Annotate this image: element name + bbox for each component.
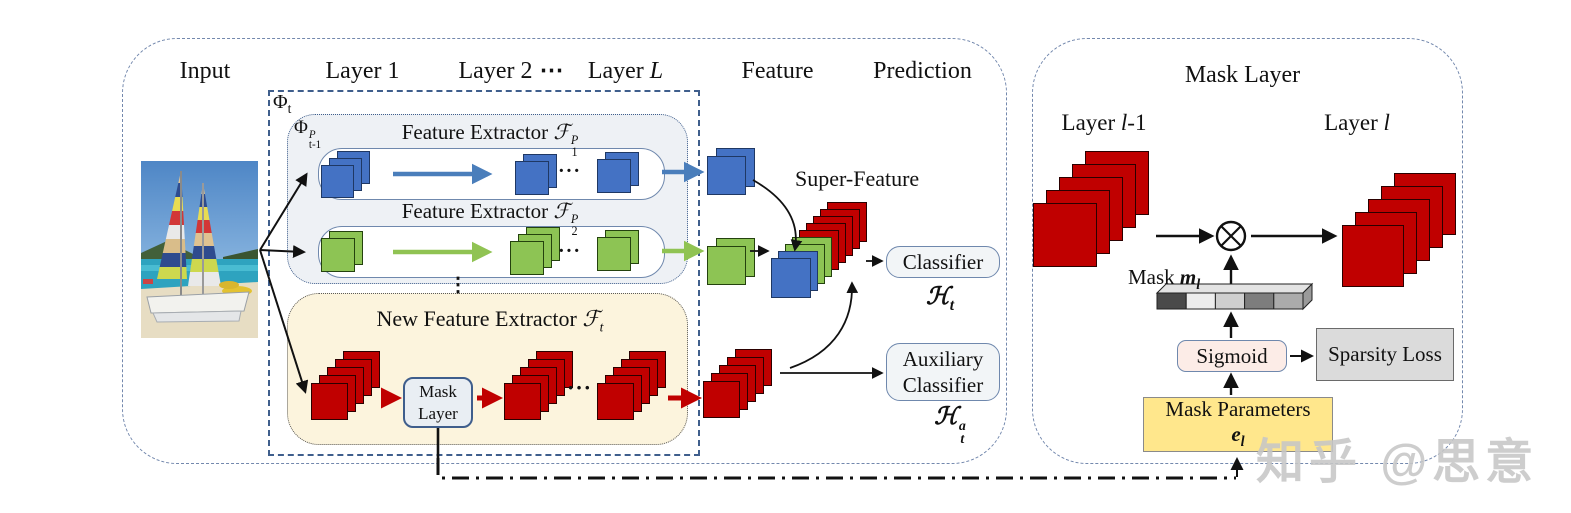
header-input: Input [179, 58, 231, 84]
mask-m-l-label: Mask ml [1128, 265, 1201, 294]
header-layer-L: Layer L [587, 58, 664, 84]
input-photo [141, 161, 258, 343]
classifier-box: Classifier [886, 246, 1000, 278]
layer-l-stack [1342, 173, 1456, 287]
header-ellipsis: ⋯ [539, 58, 565, 84]
feature-maps-red-3 [597, 351, 666, 420]
feature-maps-blue-3 [597, 152, 639, 193]
new-extractor-title: New Feature Extractor ℱt [376, 306, 604, 335]
feature-blue-output [707, 148, 755, 195]
right-panel-border [1032, 38, 1463, 464]
sigmoid-box: Sigmoid [1177, 340, 1287, 372]
layer-l-label: Layer l [1324, 110, 1390, 135]
feature-red-output [703, 349, 772, 418]
classifier-symbol: ℋt [925, 284, 955, 314]
mask-layer-title: Mask Layer [1184, 62, 1301, 88]
header-layer-1: Layer 1 [325, 58, 400, 84]
feature-maps-green-1 [321, 231, 363, 272]
phi-t-label: Φt [273, 91, 292, 116]
feature-green-output [707, 238, 755, 285]
super-feature-stack [771, 202, 867, 298]
row1-ellipsis: ··· [558, 160, 582, 182]
layer-l-minus-1-label: Layer l-1 [1061, 110, 1147, 135]
header-layer-2: Layer 2 [458, 58, 533, 84]
feature-maps-red-1 [311, 351, 380, 420]
sparsity-loss-box: Sparsity Loss [1316, 328, 1454, 381]
row2-ellipsis: ··· [558, 240, 582, 262]
feature-maps-blue-2 [515, 154, 557, 195]
feature-maps-green-3 [597, 230, 639, 271]
header-prediction: Prediction [873, 58, 972, 84]
feature-maps-red-2 [504, 351, 573, 420]
mask-parameters-box: Mask Parameters el [1143, 397, 1333, 452]
red-row-ellipsis: ··· [567, 375, 593, 400]
feature-maps-green-2 [510, 227, 560, 275]
layer-l-minus-1-stack [1033, 151, 1149, 267]
watermark: 知乎 @思意 [1256, 436, 1539, 489]
feature-maps-blue-1 [321, 151, 370, 198]
header-feature: Feature [741, 58, 814, 84]
super-feature-label: Super-Feature [795, 166, 920, 191]
extractors-vertical-ellipsis: ⋮ [448, 274, 469, 296]
